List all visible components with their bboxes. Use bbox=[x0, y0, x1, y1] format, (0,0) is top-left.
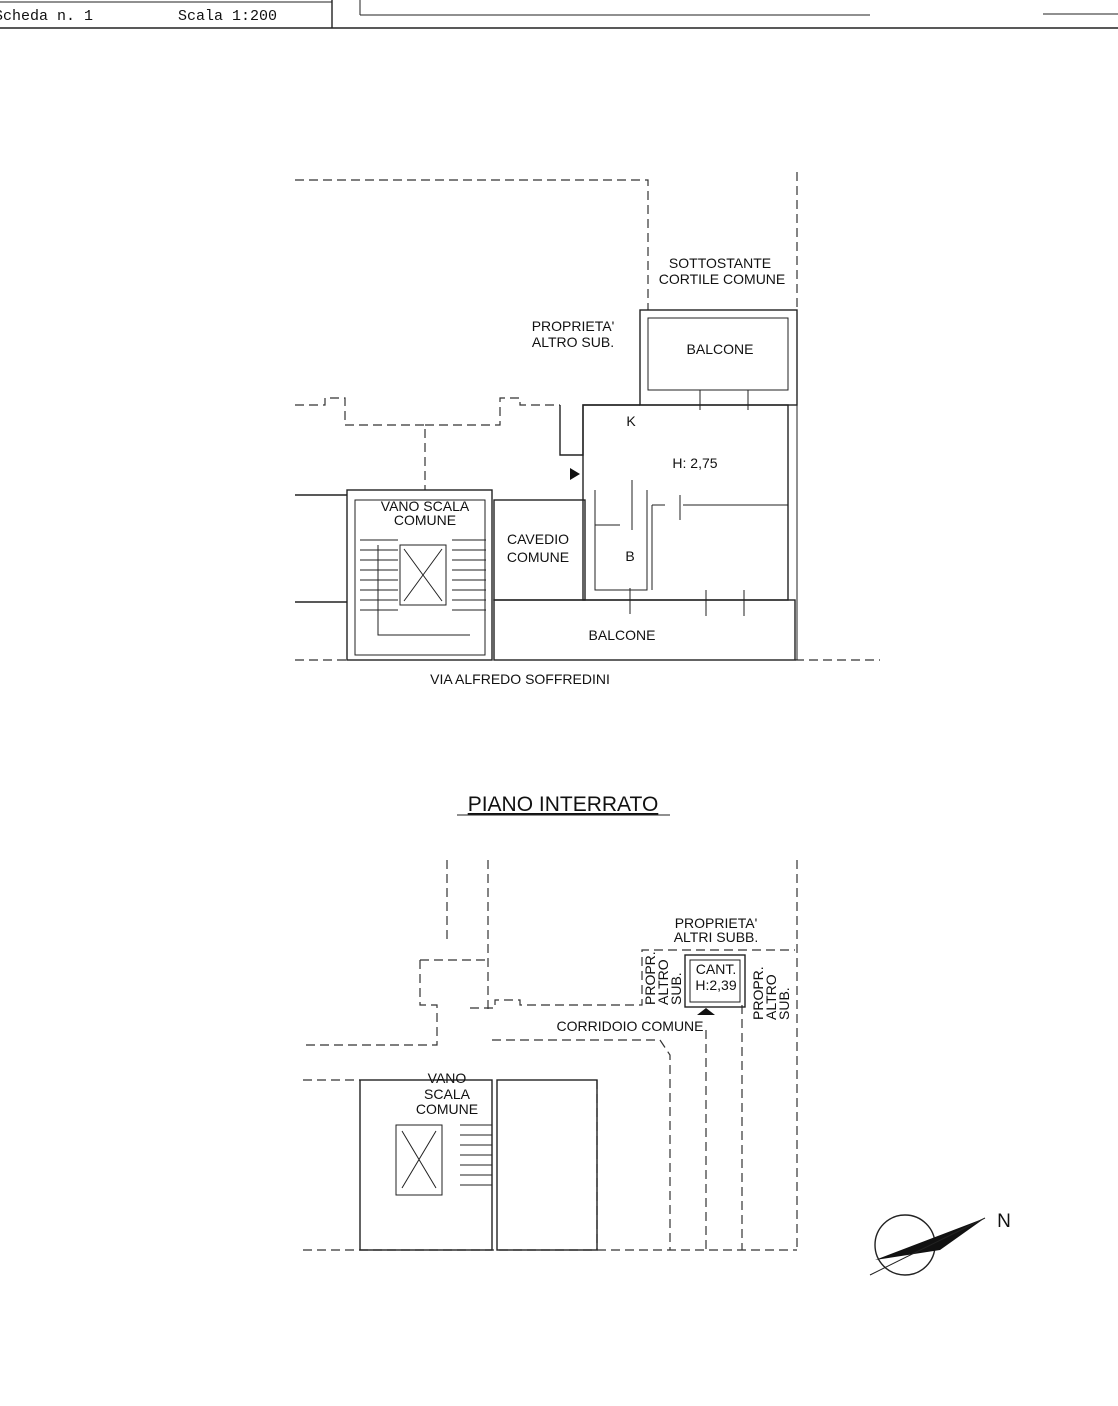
label-vano: VANO bbox=[428, 1070, 467, 1086]
label-cortile-comune: CORTILE COMUNE bbox=[659, 271, 786, 287]
label-proprieta-altri: PROPRIETA' bbox=[675, 915, 758, 931]
label-cavedio: CAVEDIO bbox=[507, 531, 569, 547]
label-cantina-height: H:2,39 bbox=[695, 977, 736, 993]
room-balcone-top: BALCONE bbox=[687, 341, 754, 357]
north-label: N bbox=[997, 1211, 1011, 1232]
label-scala: SCALA bbox=[424, 1086, 471, 1102]
label-cantina: CANT. bbox=[696, 961, 736, 977]
label-left-owner: PROPR. ALTRO SUB. bbox=[642, 951, 684, 1005]
basement-plan: PROPRIETA' ALTRI SUBB. PROPR. ALTRO SUB.… bbox=[303, 860, 798, 1251]
entrance-arrow-icon bbox=[570, 468, 580, 480]
label-proprieta: PROPRIETA' bbox=[532, 318, 615, 334]
label-altri-subb: ALTRI SUBB. bbox=[674, 929, 759, 945]
title-block: Scheda n. 1 Scala 1:200 bbox=[0, 0, 1118, 29]
label-corridoio: CORRIDOIO COMUNE bbox=[557, 1018, 704, 1034]
label-vano-scala: VANO SCALA bbox=[381, 498, 470, 514]
svg-text:ALTRO: ALTRO bbox=[655, 959, 671, 1005]
svg-text:SUB.: SUB. bbox=[668, 972, 684, 1005]
room-kitchen: K bbox=[626, 413, 636, 429]
label-comune: COMUNE bbox=[416, 1101, 478, 1117]
label-vano-comune: COMUNE bbox=[394, 512, 456, 528]
svg-text:PROPR.: PROPR. bbox=[642, 951, 658, 1005]
cellar-door-icon bbox=[697, 1008, 715, 1015]
street-name: VIA ALFREDO SOFFREDINI bbox=[430, 671, 610, 687]
svg-text:PROPR.: PROPR. bbox=[750, 966, 766, 1020]
svg-text:SUB.: SUB. bbox=[776, 987, 792, 1020]
label-sottostante: SOTTOSTANTE bbox=[669, 255, 771, 271]
upper-floor-plan: SOTTOSTANTE CORTILE COMUNE PROPRIETA' AL… bbox=[295, 172, 880, 687]
svg-text:ALTRO: ALTRO bbox=[763, 974, 779, 1020]
basement-title: PIANO INTERRATO bbox=[468, 793, 659, 816]
north-arrow-icon: N bbox=[869, 1211, 1011, 1276]
room-balcone-bottom: BALCONE bbox=[589, 627, 656, 643]
sheet-number: Scheda n. 1 bbox=[0, 8, 93, 25]
room-bath: B bbox=[625, 548, 634, 564]
label-altro-sub: ALTRO SUB. bbox=[532, 334, 614, 350]
label-right-owner: PROPR. ALTRO SUB. bbox=[750, 966, 792, 1020]
label-cavedio-comune: COMUNE bbox=[507, 549, 569, 565]
room-height: H: 2,75 bbox=[672, 455, 717, 471]
scale-label: Scala 1:200 bbox=[178, 8, 277, 25]
